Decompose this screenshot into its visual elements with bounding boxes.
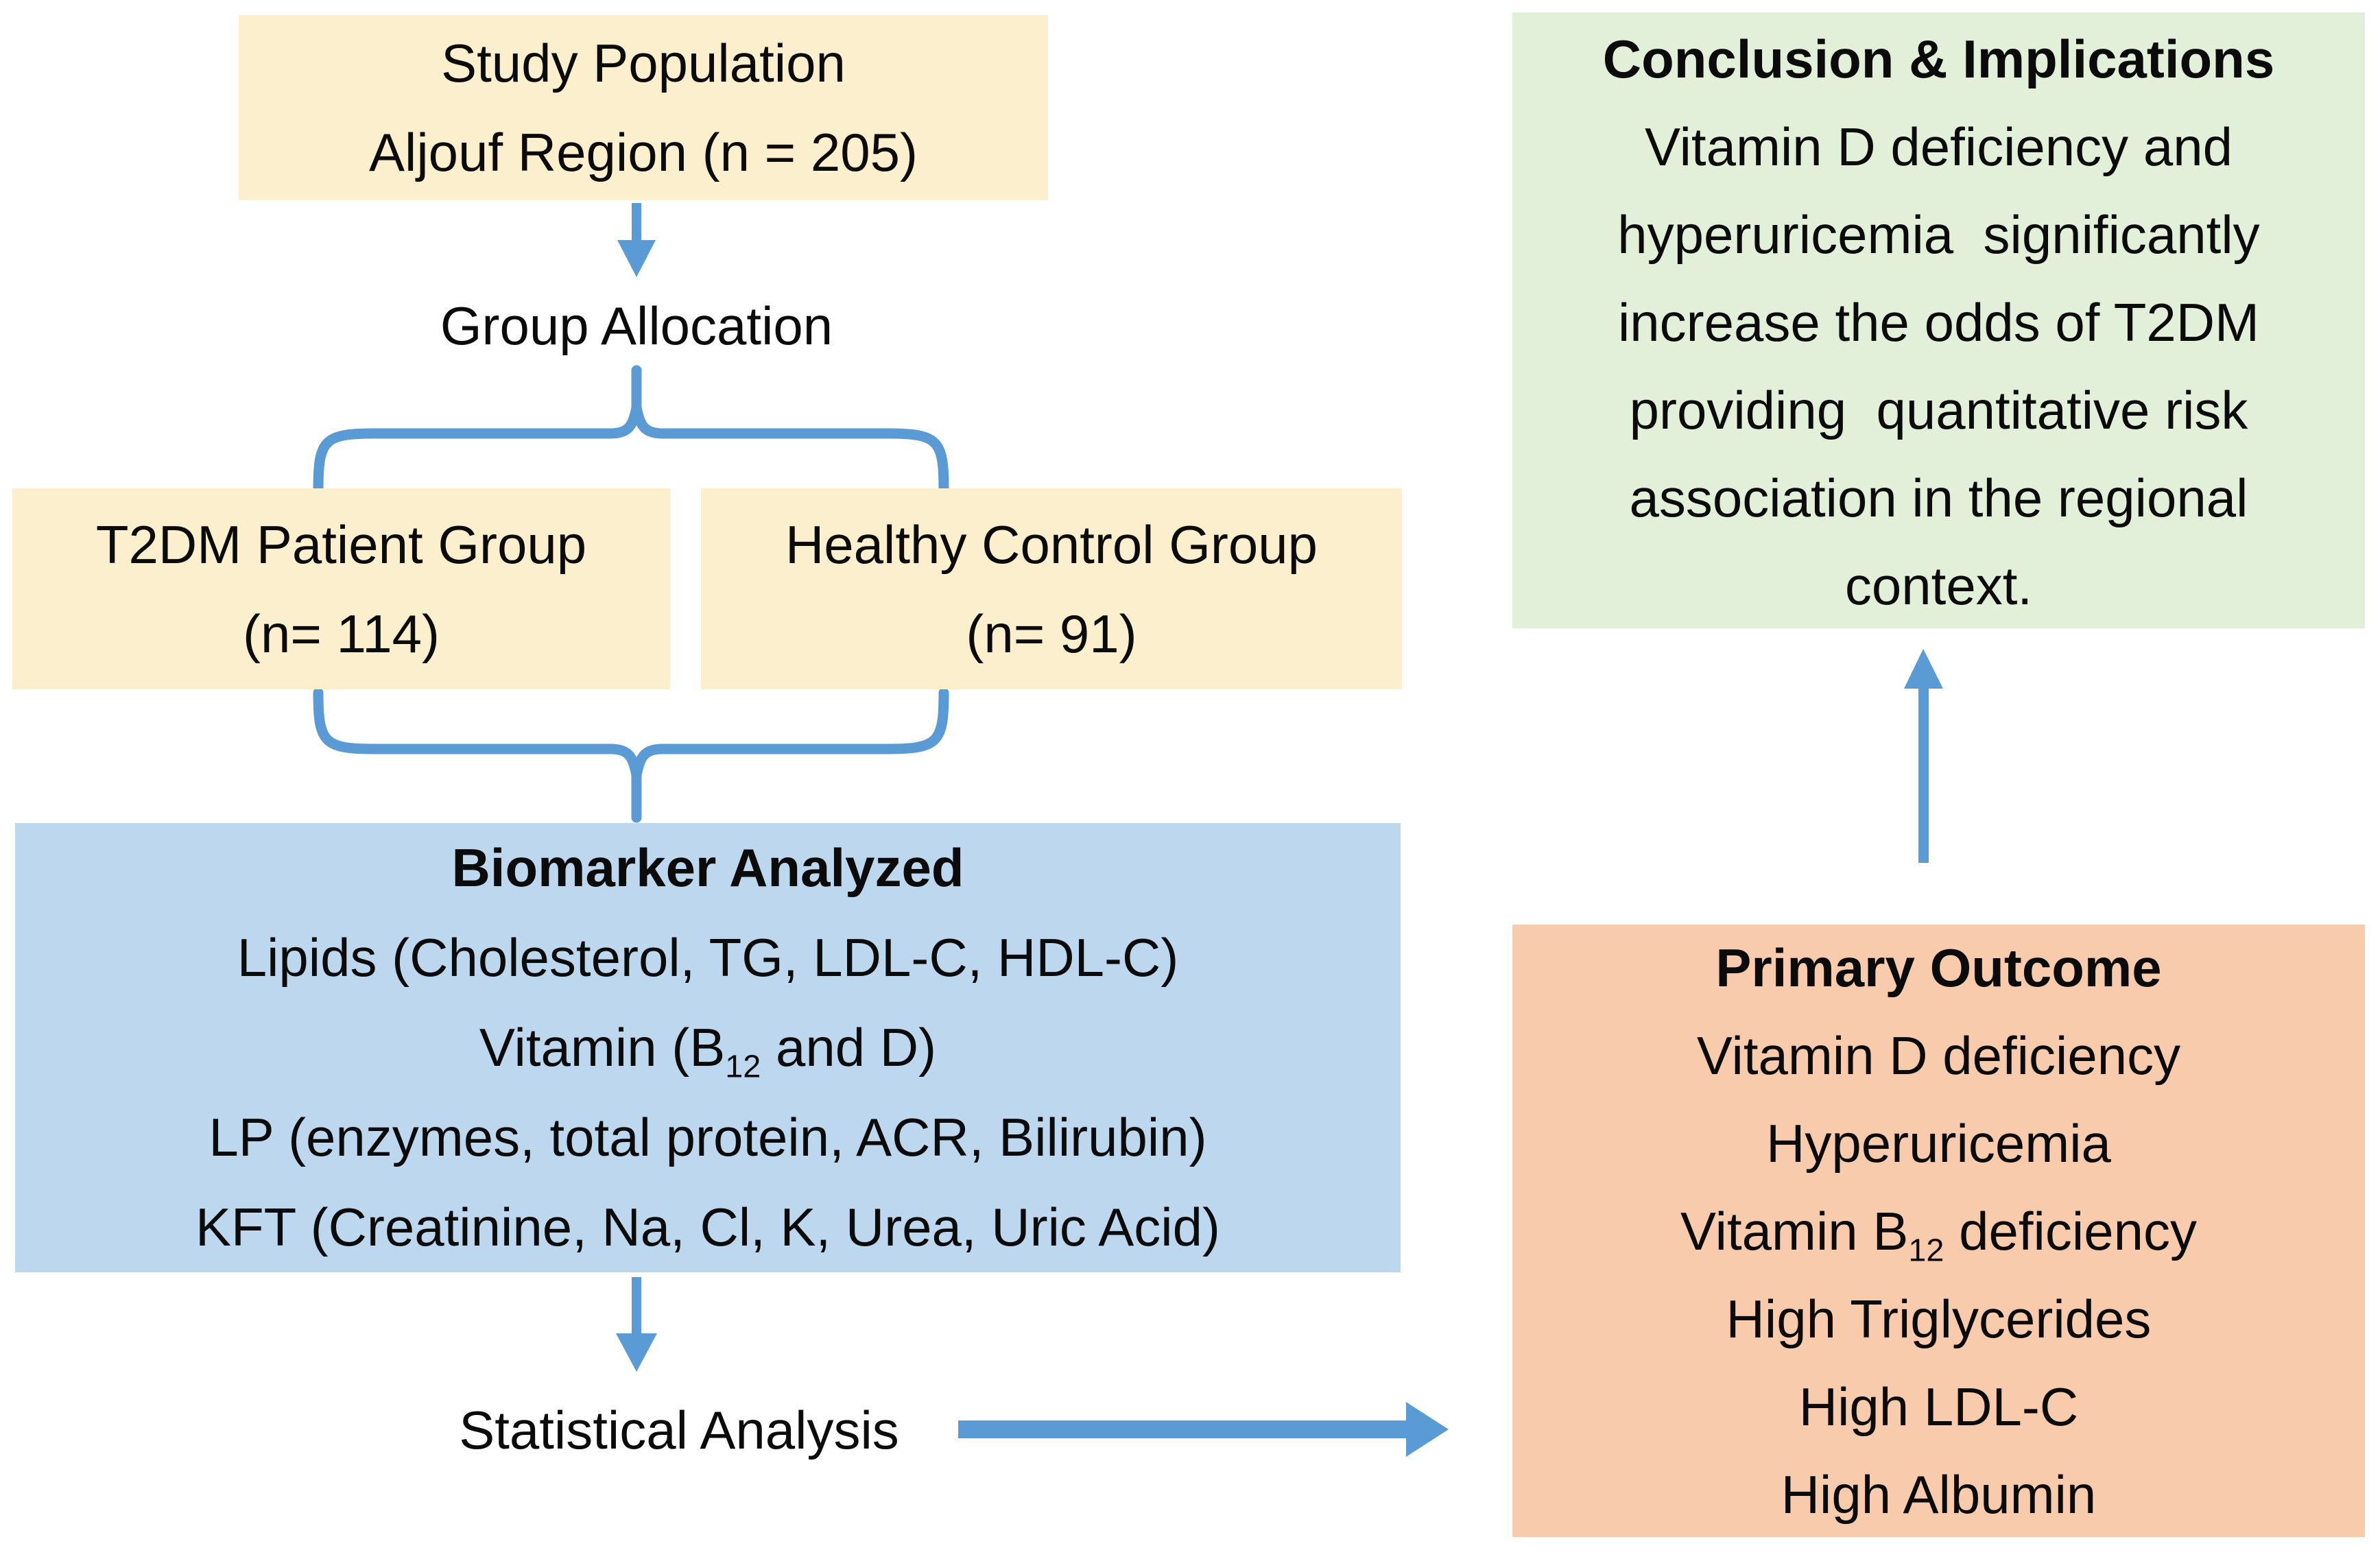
- outcome-vitamin-b12-line: Vitamin B12 deficiency: [1680, 1187, 2197, 1275]
- study-population-box: Study Population Aljouf Region (n = 205): [239, 15, 1048, 200]
- outcome-triglycerides-line: High Triglycerides: [1726, 1288, 2152, 1349]
- group-allocation-label: Group Allocation: [440, 296, 833, 356]
- down-arrow-study-to-allocation: [617, 203, 656, 277]
- merge-brace: [313, 687, 949, 823]
- down-arrow-biomarker-to-analysis: [616, 1277, 657, 1372]
- vitamin-line-sub: 12: [725, 1048, 761, 1084]
- conclusion-line-5: association in the regional: [1629, 468, 2248, 528]
- healthy-group-n: (n= 91): [966, 603, 1137, 664]
- b12-line-post: deficiency: [1944, 1200, 2197, 1261]
- outcome-vitamin-d-line: Vitamin D deficiency: [1696, 1025, 2181, 1086]
- statistical-analysis-label: Statistical Analysis: [459, 1400, 899, 1460]
- healthy-group-name: Healthy Control Group: [785, 514, 1318, 575]
- b12-line-sub: 12: [1908, 1232, 1944, 1268]
- split-brace: [313, 365, 949, 495]
- outcome-title: Primary Outcome: [1715, 937, 2162, 998]
- healthy-control-group-box: Healthy Control Group (n= 91): [701, 488, 1402, 689]
- conclusion-line-3: increase the odds of T2DM: [1617, 292, 2260, 353]
- right-arrow-analysis-to-outcome: [958, 1402, 1449, 1457]
- conclusion-line-6: context.: [1844, 556, 2033, 616]
- conclusion-line-2: hyperuricemia significantly: [1617, 204, 2260, 265]
- conclusion-line-4: providing quantitative risk: [1629, 380, 2248, 440]
- biomarker-title: Biomarker Analyzed: [451, 837, 964, 898]
- b12-line-pre: Vitamin B: [1680, 1200, 1909, 1261]
- biomarker-lipids-line: Lipids (Cholesterol, TG, LDL-C, HDL-C): [237, 927, 1179, 988]
- biomarker-analyzed-box: Biomarker Analyzed Lipids (Cholesterol, …: [15, 823, 1401, 1272]
- primary-outcome-box: Primary Outcome Vitamin D deficiency Hyp…: [1512, 925, 2365, 1537]
- t2dm-patient-group-box: T2DM Patient Group (n= 114): [12, 488, 670, 689]
- conclusion-line-1: Vitamin D deficiency and: [1644, 117, 2233, 177]
- outcome-albumin-line: High Albumin: [1781, 1464, 2097, 1525]
- vitamin-line-pre: Vitamin (B: [479, 1017, 726, 1078]
- up-arrow-outcome-to-conclusion: [1904, 649, 1943, 863]
- biomarker-vitamin-line: Vitamin (B12 and D): [479, 1003, 936, 1093]
- study-population-line: Study Population: [441, 33, 846, 93]
- biomarker-lp-line: LP (enzymes, total protein, ACR, Bilirub…: [209, 1107, 1207, 1167]
- conclusion-implications-box: Conclusion & Implications Vitamin D defi…: [1512, 12, 2365, 628]
- conclusion-title: Conclusion & Implications: [1602, 29, 2275, 89]
- outcome-hyperuricemia-line: Hyperuricemia: [1766, 1112, 2111, 1174]
- t2dm-group-n: (n= 114): [243, 603, 440, 664]
- t2dm-group-name: T2DM Patient Group: [95, 514, 587, 575]
- study-region-line: Aljouf Region (n = 205): [369, 122, 918, 182]
- outcome-ldl-line: High LDL-C: [1798, 1376, 2079, 1437]
- biomarker-kft-line: KFT (Creatinine, Na, Cl, K, Urea, Uric A…: [195, 1197, 1220, 1257]
- vitamin-line-post: and D): [761, 1017, 937, 1078]
